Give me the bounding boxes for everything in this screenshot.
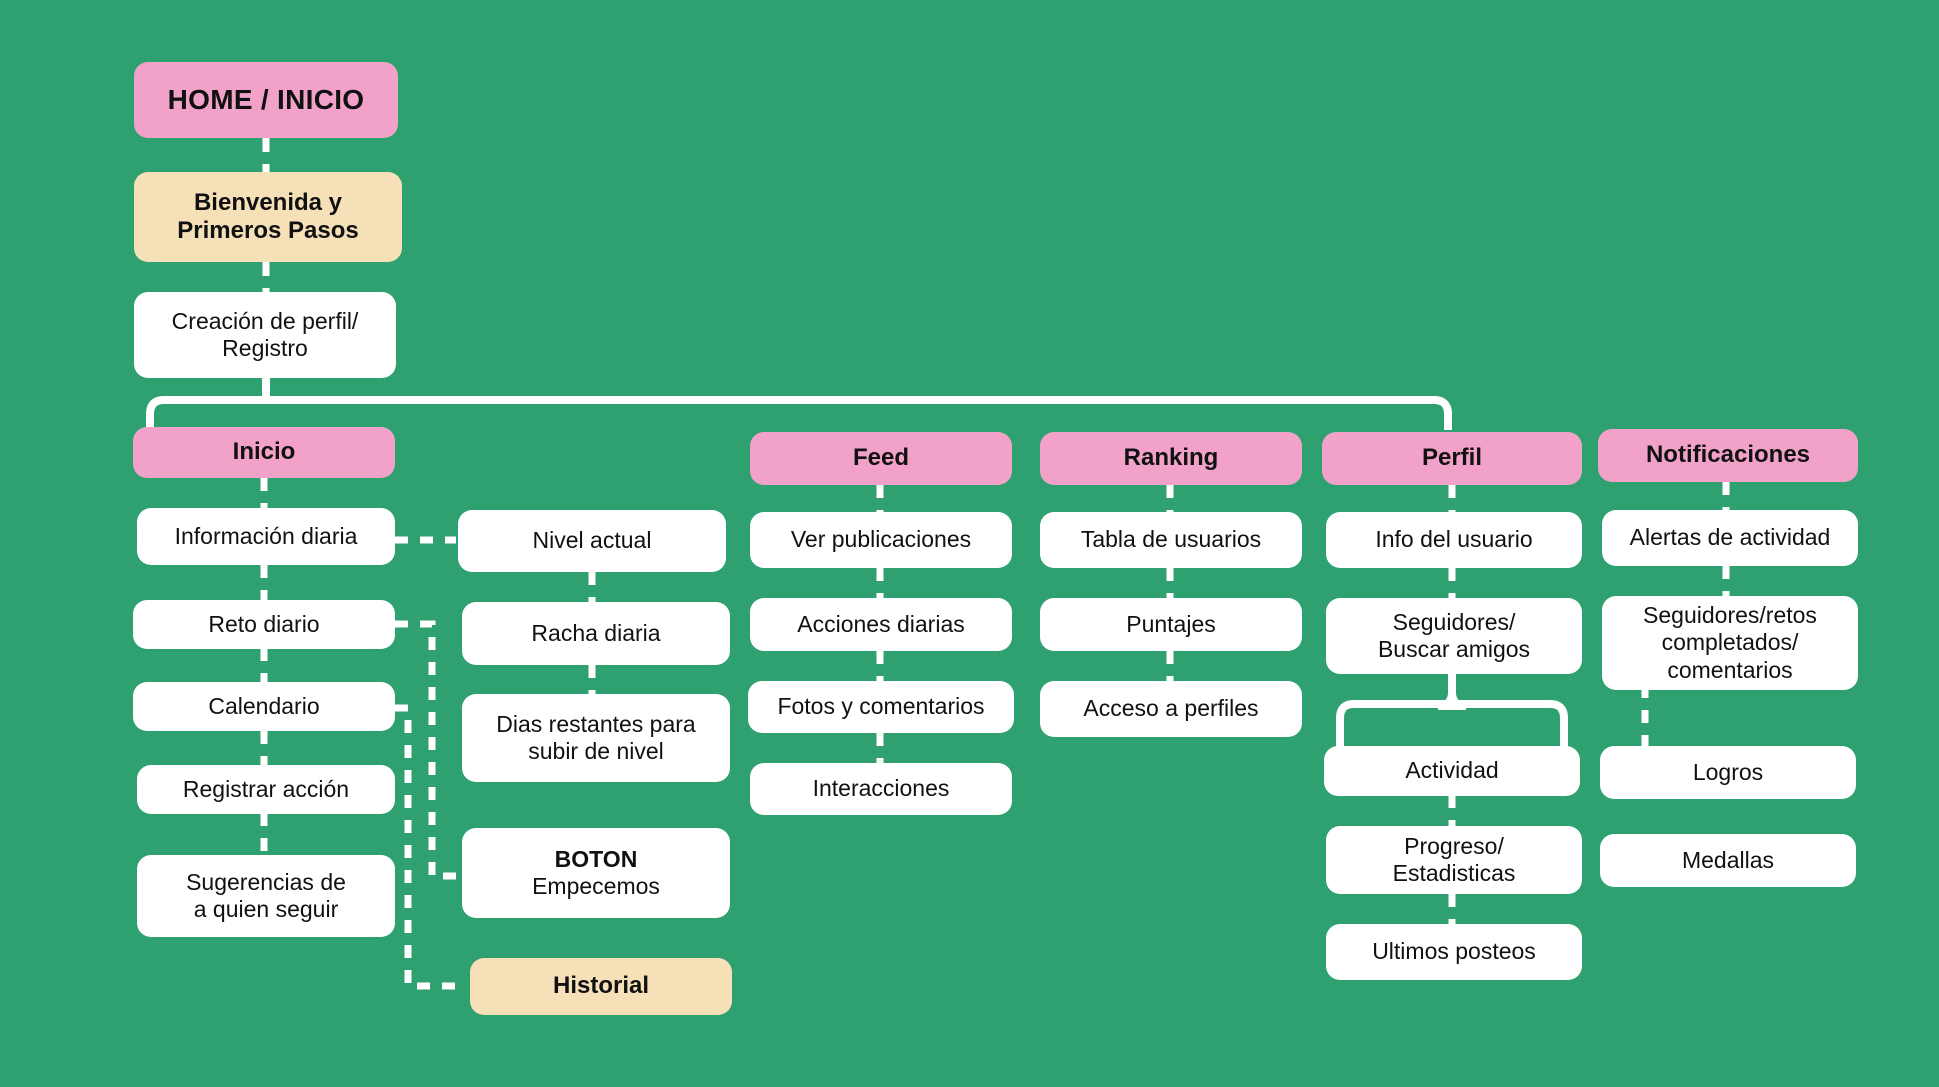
edge-reto-boton — [395, 620, 466, 880]
node-historial-label: Historial — [552, 972, 650, 1000]
node-nivel-actual[interactable]: Nivel actual — [458, 510, 726, 572]
node-sugerencias-line2: a quien seguir — [193, 896, 339, 922]
node-seguidores-retos-line2: completados/ — [1661, 629, 1799, 656]
node-informacion-diaria-label: Información diaria — [174, 522, 358, 549]
edge-calendario-historial — [395, 704, 466, 990]
node-bienvenida[interactable]: Bienvenida y Primeros Pasos — [134, 172, 402, 262]
node-sugerencias[interactable]: Sugerencias de a quien seguir — [137, 855, 395, 937]
node-info-usuario-label: Info del usuario — [1375, 526, 1533, 553]
node-seguidores-buscar[interactable]: Seguidores/ Buscar amigos — [1326, 598, 1582, 674]
node-medallas[interactable]: Medallas — [1600, 834, 1856, 887]
node-fotos-comentarios[interactable]: Fotos y comentarios — [748, 681, 1014, 733]
node-boton-empecemos[interactable]: BOTON Empecemos — [462, 828, 730, 918]
node-calendario-label: Calendario — [208, 692, 320, 719]
node-perfil-label: Perfil — [1421, 444, 1483, 472]
node-racha-diaria-label: Racha diaria — [531, 619, 661, 646]
node-medallas-label: Medallas — [1681, 846, 1775, 873]
node-nivel-actual-label: Nivel actual — [532, 527, 652, 554]
node-bienvenida-line2: Primeros Pasos — [177, 217, 359, 244]
node-ultimos-posteos[interactable]: Ultimos posteos — [1326, 924, 1582, 980]
node-racha-diaria[interactable]: Racha diaria — [462, 602, 730, 665]
node-home[interactable]: HOME / INICIO — [134, 62, 398, 138]
node-alertas-actividad[interactable]: Alertas de actividad — [1602, 510, 1858, 566]
node-creacion-perfil[interactable]: Creación de perfil/ Registro — [134, 292, 396, 378]
node-alertas-actividad-label: Alertas de actividad — [1629, 524, 1831, 551]
node-puntajes-label: Puntajes — [1126, 610, 1216, 637]
node-ultimos-posteos-label: Ultimos posteos — [1372, 938, 1536, 965]
node-progreso-estadisticas[interactable]: Progreso/ Estadisticas — [1326, 826, 1582, 894]
node-ranking[interactable]: Ranking — [1040, 432, 1302, 485]
node-perfil[interactable]: Perfil — [1322, 432, 1582, 485]
node-tabla-usuarios-label: Tabla de usuarios — [1080, 526, 1262, 553]
node-dias-restantes[interactable]: Dias restantes para subir de nivel — [462, 694, 730, 782]
node-registrar-accion-label: Registrar acción — [182, 775, 350, 802]
node-puntajes[interactable]: Puntajes — [1040, 598, 1302, 651]
node-progreso-line2: Estadisticas — [1392, 860, 1516, 886]
node-fotos-comentarios-label: Fotos y comentarios — [777, 693, 985, 720]
node-bienvenida-line1: Bienvenida y — [193, 188, 343, 216]
node-acceso-perfiles[interactable]: Acceso a perfiles — [1040, 681, 1302, 737]
node-ver-publicaciones-label: Ver publicaciones — [790, 526, 972, 553]
edge-seguidores-bracket — [1437, 691, 1467, 710]
node-inicio[interactable]: Inicio — [133, 427, 395, 478]
node-acciones-diarias-label: Acciones diarias — [797, 610, 965, 637]
edge-bracket-actividad-logros — [1336, 692, 1568, 746]
node-acceso-perfiles-label: Acceso a perfiles — [1083, 695, 1259, 722]
node-info-usuario[interactable]: Info del usuario — [1326, 512, 1582, 568]
node-reto-diario[interactable]: Reto diario — [133, 600, 395, 649]
node-registrar-accion[interactable]: Registrar acción — [137, 765, 395, 814]
node-seguidores-retos-line1: Seguidores/retos — [1643, 602, 1817, 629]
node-dias-restantes-line1: Dias restantes para — [496, 710, 696, 737]
node-seguidores-buscar-line1: Seguidores/ — [1392, 608, 1516, 635]
node-progreso-line1: Progreso/ — [1404, 832, 1504, 859]
node-boton-empecemos-subtitle: Empecemos — [532, 873, 660, 899]
node-interacciones[interactable]: Interacciones — [750, 763, 1012, 815]
node-feed-label: Feed — [852, 444, 909, 472]
node-logros-label: Logros — [1692, 758, 1764, 785]
node-interacciones-label: Interacciones — [812, 775, 950, 802]
node-sugerencias-line1: Sugerencias de — [186, 868, 346, 895]
node-dias-restantes-line2: subir de nivel — [528, 738, 664, 764]
node-creacion-perfil-line1: Creación de perfil/ — [171, 307, 359, 334]
node-inicio-label: Inicio — [232, 438, 296, 466]
node-reto-diario-label: Reto diario — [208, 610, 320, 637]
node-actividad[interactable]: Actividad — [1324, 746, 1580, 796]
node-calendario[interactable]: Calendario — [133, 682, 395, 731]
node-logros[interactable]: Logros — [1600, 746, 1856, 799]
node-historial[interactable]: Historial — [470, 958, 732, 1015]
edge-bracket-main — [146, 396, 1452, 430]
node-acciones-diarias[interactable]: Acciones diarias — [750, 598, 1012, 651]
node-boton-empecemos-title: BOTON — [554, 845, 638, 872]
node-home-label: HOME / INICIO — [167, 84, 365, 116]
node-tabla-usuarios[interactable]: Tabla de usuarios — [1040, 512, 1302, 568]
node-seguidores-retos-line3: comentarios — [1667, 656, 1793, 683]
node-ver-publicaciones[interactable]: Ver publicaciones — [750, 512, 1012, 568]
node-notificaciones[interactable]: Notificaciones — [1598, 429, 1858, 482]
node-actividad-label: Actividad — [1405, 757, 1499, 784]
node-seguidores-buscar-line2: Buscar amigos — [1377, 636, 1531, 662]
node-ranking-label: Ranking — [1123, 444, 1219, 472]
node-informacion-diaria[interactable]: Información diaria — [137, 508, 395, 565]
node-seguidores-retos[interactable]: Seguidores/retos completados/ comentario… — [1602, 596, 1858, 690]
node-notificaciones-label: Notificaciones — [1645, 441, 1811, 469]
node-creacion-perfil-line2: Registro — [222, 335, 308, 361]
node-feed[interactable]: Feed — [750, 432, 1012, 485]
